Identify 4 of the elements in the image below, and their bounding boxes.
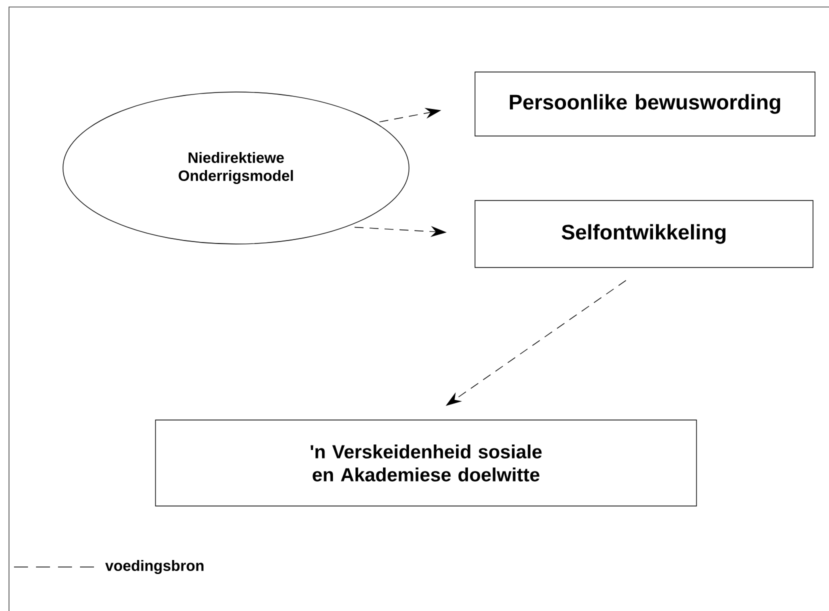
outcome-box: Persoonlike bewuswording xyxy=(474,72,816,136)
outcome-box: 'n Verskeidenheid sosiale en Akademiese doelwitte xyxy=(155,420,697,506)
outcome-box: Selfontwikkeling xyxy=(474,200,814,268)
legend-label: voedingsbron xyxy=(105,560,204,574)
